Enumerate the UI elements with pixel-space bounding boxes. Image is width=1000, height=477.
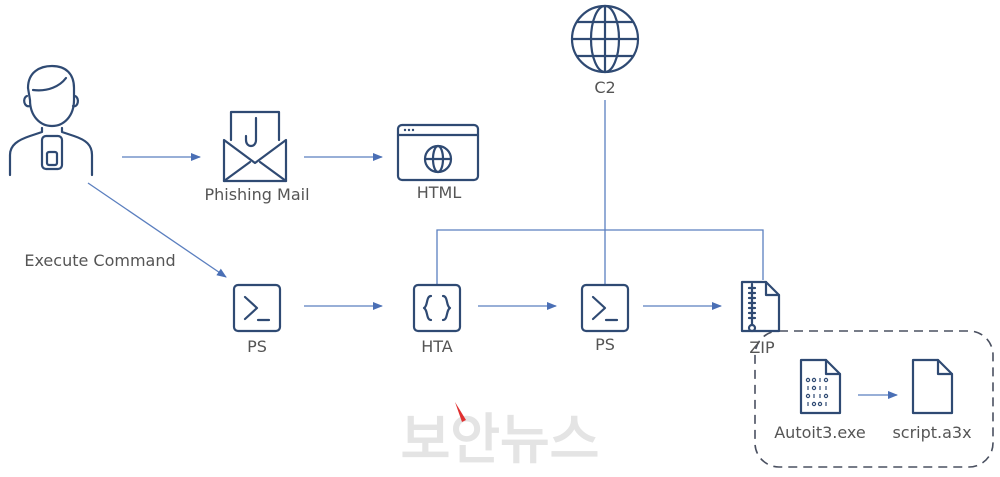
c2-label: C2 bbox=[594, 78, 615, 97]
binary-digits-icon bbox=[805, 377, 829, 407]
browser-dots-icon bbox=[403, 128, 415, 132]
connectors bbox=[87, 100, 898, 399]
ps2-label: PS bbox=[595, 335, 615, 354]
browser-globe-icon bbox=[396, 123, 480, 182]
binary-file-icon bbox=[799, 358, 842, 415]
code-braces-icon bbox=[412, 283, 462, 333]
watermark-text: 보안뉴스 bbox=[401, 408, 600, 471]
zip-contents-group bbox=[754, 330, 994, 468]
zip-file-icon bbox=[740, 280, 781, 333]
line-hta-c2-zip bbox=[436, 229, 764, 285]
zip-label: ZIP bbox=[749, 338, 775, 357]
hta-label: HTA bbox=[421, 337, 453, 356]
user-icon bbox=[8, 64, 94, 177]
autoit-label: Autoit3.exe bbox=[774, 423, 866, 442]
phishing-mail-label: Phishing Mail bbox=[204, 185, 309, 204]
terminal-icon bbox=[232, 283, 282, 333]
terminal-icon bbox=[580, 283, 630, 333]
execute-command-label: Execute Command bbox=[24, 251, 175, 270]
html-label: HTML bbox=[417, 183, 462, 202]
file-icon bbox=[911, 358, 954, 415]
phishing-mail-icon bbox=[222, 110, 288, 183]
script-label: script.a3x bbox=[892, 423, 971, 442]
arrow-user-to-ps bbox=[87, 182, 227, 278]
watermark-accent bbox=[455, 402, 466, 422]
globe-icon bbox=[570, 4, 640, 74]
ps1-label: PS bbox=[247, 337, 267, 356]
